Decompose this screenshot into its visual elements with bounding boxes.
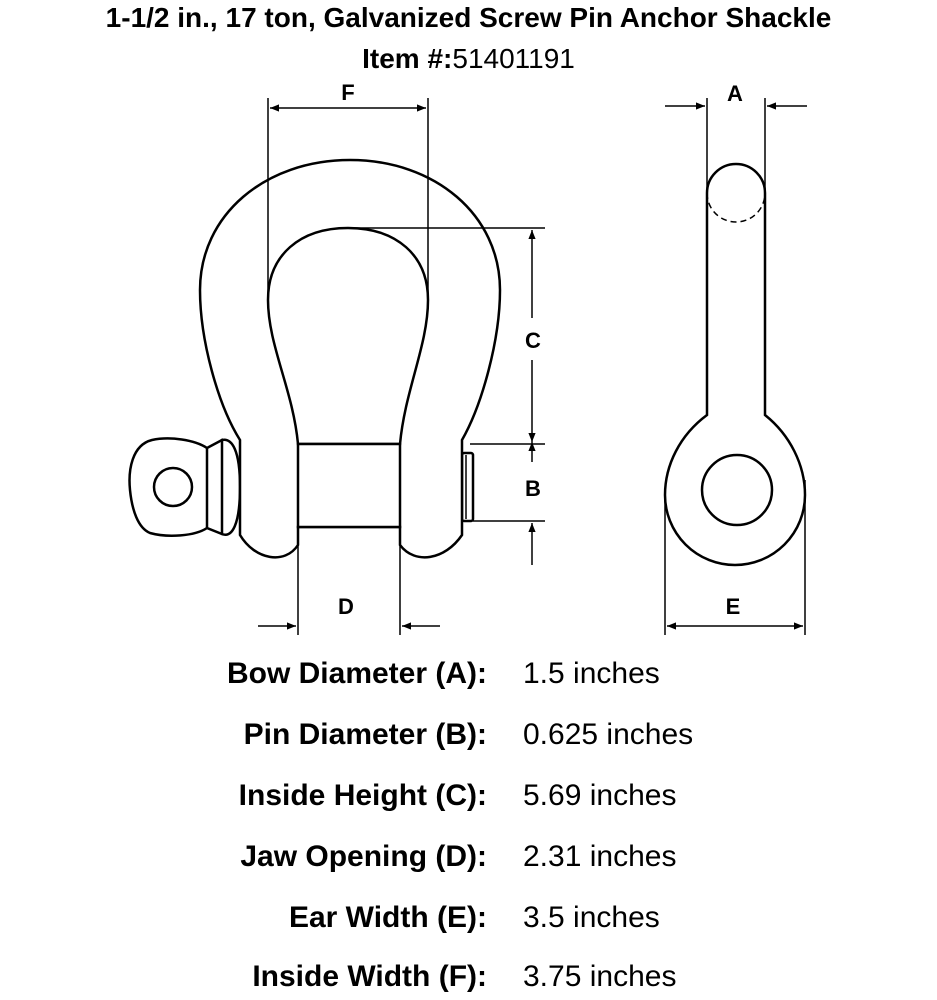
dimension-label-b: B bbox=[525, 476, 541, 501]
pin-end bbox=[460, 451, 475, 523]
dimension-label-d: D bbox=[338, 594, 354, 619]
bow-section-hidden-line bbox=[706, 192, 766, 223]
dimension-label-f: F bbox=[341, 80, 354, 105]
spec-value: 1.5 inches bbox=[523, 657, 660, 690]
spec-row-pin-diameter: Pin Diameter (B): 0.625 inches bbox=[0, 715, 937, 755]
spec-value: 3.5 inches bbox=[523, 901, 660, 934]
spec-value: 5.69 inches bbox=[523, 779, 677, 812]
spec-row-jaw-opening: Jaw Opening (D): 2.31 inches bbox=[0, 837, 937, 877]
item-label: Item #: bbox=[362, 43, 453, 74]
spec-row-ear-width: Ear Width (E): 3.5 inches bbox=[0, 898, 937, 938]
shackle-front-view bbox=[128, 158, 502, 559]
pin-shaft bbox=[296, 442, 402, 529]
item-number: 51401191 bbox=[452, 43, 575, 74]
dimension-labels: F A C B D E bbox=[338, 80, 743, 619]
spec-label: Jaw Opening (D): bbox=[240, 840, 487, 873]
pin-eye-hole bbox=[152, 466, 194, 508]
spec-label: Ear Width (E): bbox=[288, 901, 487, 934]
spec-value: 3.75 inches bbox=[523, 960, 677, 993]
spec-label: Inside Height (C): bbox=[238, 779, 487, 812]
dimension-label-a: A bbox=[727, 81, 743, 106]
side-eye-hole bbox=[700, 453, 774, 527]
spec-label: Pin Diameter (B): bbox=[243, 718, 487, 751]
spec-label: Inside Width (F): bbox=[252, 960, 487, 993]
shackle-inner-opening bbox=[266, 226, 430, 446]
shackle-dimension-diagram: F A C B D E bbox=[128, 80, 807, 635]
shackle-side-view bbox=[663, 162, 807, 567]
item-number-line: Item #:51401191 bbox=[0, 43, 937, 75]
spec-label: Bow Diameter (A): bbox=[226, 657, 487, 690]
spec-row-bow-diameter: Bow Diameter (A): 1.5 inches bbox=[0, 654, 937, 694]
spec-value: 0.625 inches bbox=[523, 718, 694, 751]
product-title: 1-1/2 in., 17 ton, Galvanized Screw Pin … bbox=[105, 2, 832, 33]
spec-row-inside-width: Inside Width (F): 3.75 inches bbox=[0, 957, 937, 997]
spec-value: 2.31 inches bbox=[523, 840, 677, 873]
spec-row-inside-height: Inside Height (C): 5.69 inches bbox=[0, 776, 937, 816]
dimension-lines bbox=[258, 98, 807, 635]
dimension-label-e: E bbox=[726, 594, 741, 619]
pin-collar-ring bbox=[220, 438, 242, 536]
dimension-label-c: C bbox=[525, 328, 541, 353]
